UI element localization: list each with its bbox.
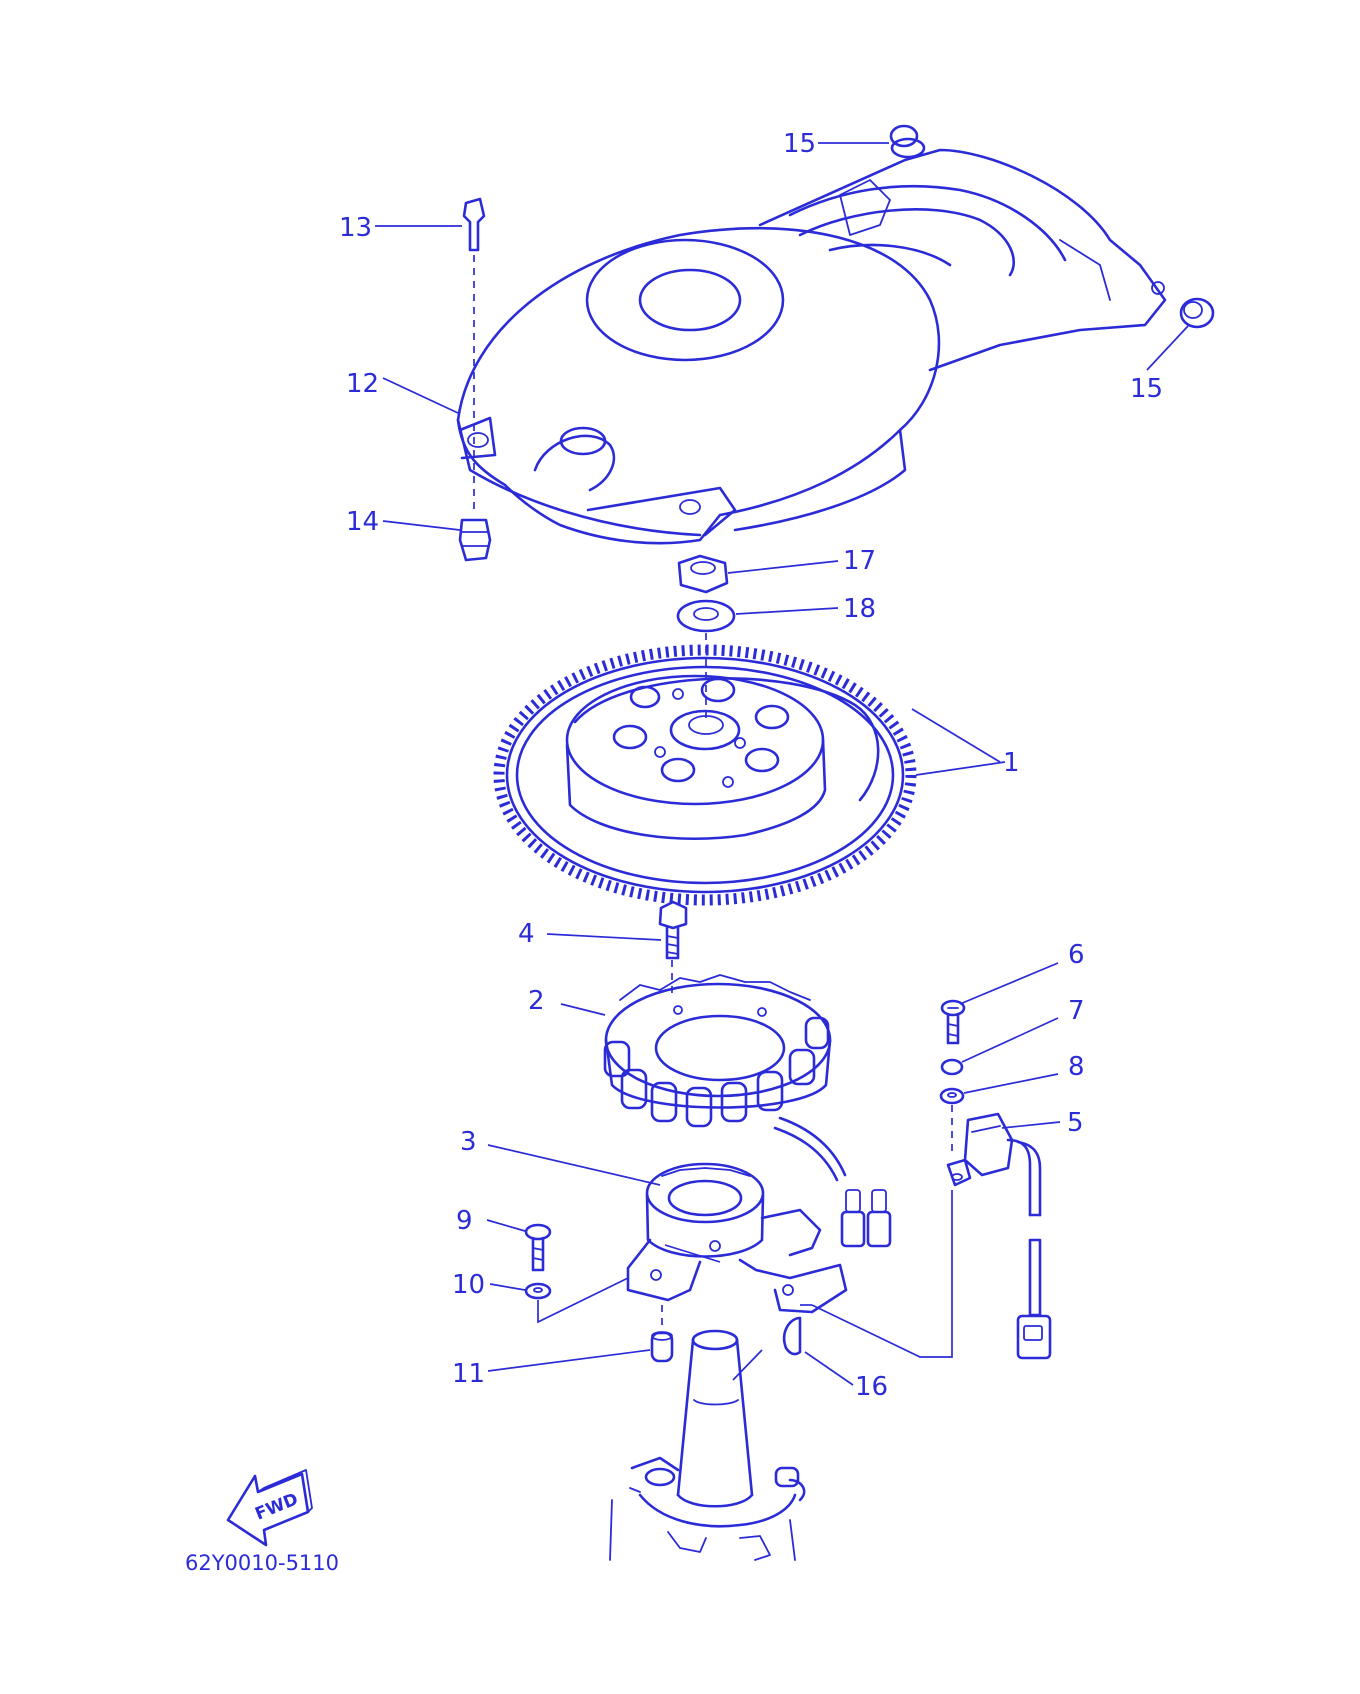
grommet-15-right bbox=[1179, 297, 1215, 329]
screw-6 bbox=[940, 999, 966, 1045]
fwd-label: FWD bbox=[252, 1489, 301, 1524]
callout-2: 2 bbox=[528, 986, 545, 1016]
washer-10 bbox=[524, 1282, 552, 1300]
callout-3: 3 bbox=[460, 1127, 477, 1157]
callout-4: 4 bbox=[518, 919, 535, 949]
pulser-coil-5 bbox=[946, 1112, 1052, 1360]
screw-9 bbox=[524, 1223, 552, 1272]
flywheel-cover bbox=[456, 148, 1167, 545]
bolt-13 bbox=[462, 197, 486, 510]
connector-pair bbox=[840, 1189, 892, 1248]
callout-1: 1 bbox=[1003, 748, 1020, 778]
grommet-14 bbox=[458, 518, 492, 562]
callout-16: 16 bbox=[855, 1372, 888, 1402]
callout-18: 18 bbox=[843, 594, 876, 624]
callout-9: 9 bbox=[456, 1206, 473, 1236]
crankshaft-taper bbox=[609, 1329, 806, 1561]
bolt-4 bbox=[658, 900, 688, 960]
washer-8 bbox=[939, 1087, 965, 1105]
stator-base bbox=[626, 1162, 848, 1314]
nut-17 bbox=[677, 554, 729, 594]
flywheel-magneto bbox=[493, 644, 917, 906]
grommet-15-top bbox=[889, 124, 926, 159]
callout-6: 6 bbox=[1068, 940, 1085, 970]
callout-8: 8 bbox=[1068, 1052, 1085, 1082]
woodruff-key-16 bbox=[782, 1316, 802, 1356]
callout-10: 10 bbox=[452, 1270, 485, 1300]
fwd-arrow-icon: FWD bbox=[226, 1469, 313, 1547]
callout-13: 13 bbox=[339, 213, 372, 243]
callout-17: 17 bbox=[843, 546, 876, 576]
diagram-code: 62Y0010-5110 bbox=[185, 1551, 339, 1575]
washer-7 bbox=[940, 1058, 964, 1076]
callout-7: 7 bbox=[1068, 996, 1085, 1026]
callout-labels: 1 2 3 4 5 6 7 8 9 10 11 12 13 14 15 15 1… bbox=[339, 129, 1163, 1402]
leader-lines bbox=[375, 142, 1189, 1386]
callout-11: 11 bbox=[452, 1359, 485, 1389]
callout-15-right: 15 bbox=[1130, 374, 1163, 404]
callout-5: 5 bbox=[1067, 1108, 1084, 1138]
callout-14: 14 bbox=[346, 507, 379, 537]
washer-18 bbox=[676, 599, 736, 633]
callout-15-top: 15 bbox=[783, 129, 816, 159]
dowel-pin-11 bbox=[650, 1331, 674, 1363]
stator-assembly bbox=[603, 974, 847, 1182]
callout-12: 12 bbox=[346, 369, 379, 399]
